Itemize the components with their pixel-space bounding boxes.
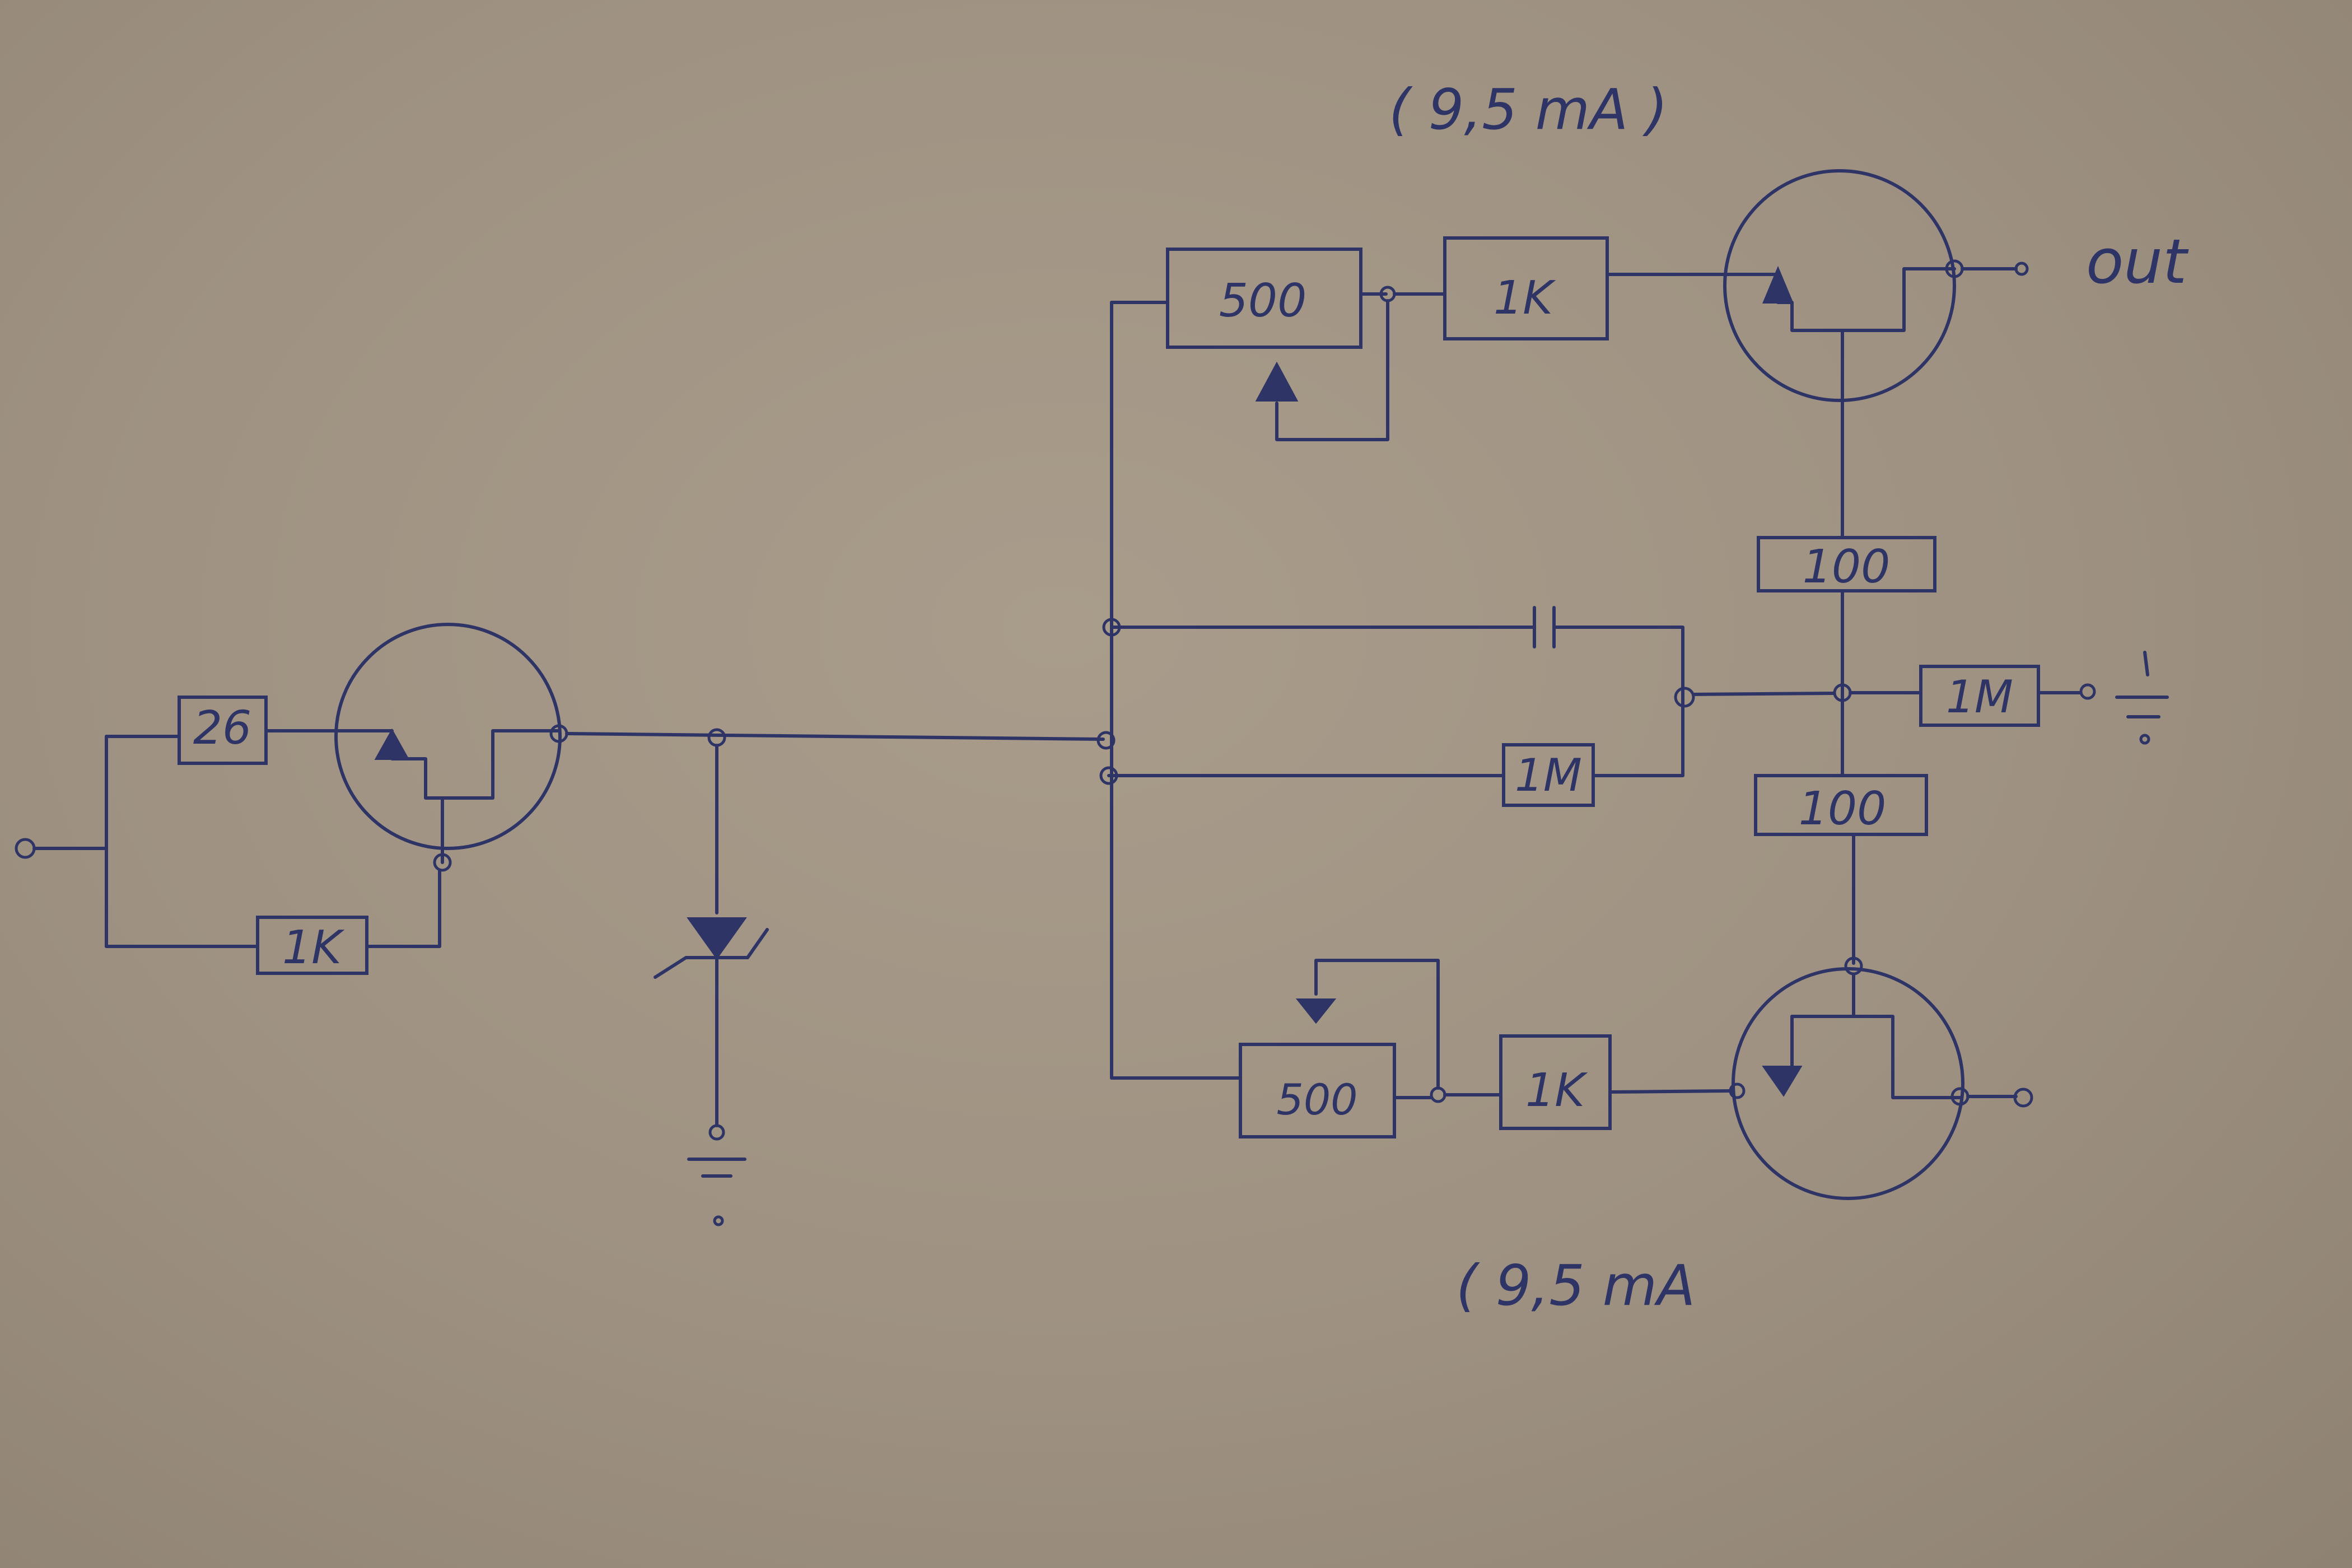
trim-bottom-node — [1430, 1086, 1446, 1103]
ground-tick-right — [2143, 651, 2149, 676]
trim-bottom-wiper-wire — [1314, 959, 1440, 1090]
input-stage: 26 1K — [15, 623, 568, 975]
wire-junction-to-mid — [1692, 692, 1836, 696]
wire-1m-left-to-junction — [1592, 704, 1684, 777]
bus-wire — [565, 732, 1105, 741]
input-jfet-circle — [334, 623, 562, 850]
input-jfet-gate-arrow — [374, 728, 410, 760]
resistor-1k-top — [1443, 236, 1609, 340]
ground-node-left — [708, 1124, 725, 1141]
top-jfet-channel — [1776, 267, 1956, 332]
resistor-1k-bottom-label: 1K — [1525, 1064, 1588, 1117]
resistor-100-top-label: 100 — [1803, 540, 1891, 594]
resistor-1m-right-label: 1M — [1946, 671, 2013, 723]
bottom-jfet-gate-node — [1729, 1082, 1746, 1099]
ground-mark-left — [713, 1215, 724, 1226]
trim-top-wiper-wire — [1275, 299, 1389, 441]
trimmer-500-top — [1166, 248, 1362, 349]
resistor-1m-left-label: 1M — [1515, 749, 1582, 801]
current-bottom-label: ( 9,5 mA — [1456, 1253, 1695, 1318]
trimmer-500-top-label: 500 — [1219, 274, 1307, 328]
bias-network: 1M 1M — [1107, 606, 2169, 807]
output-label: out — [2086, 226, 2189, 297]
bottom-output-stage: 100 500 1K ( 9,5 mA — [1110, 699, 2033, 1318]
trimmer-500-bottom-label: 500 — [1276, 1075, 1357, 1124]
current-top-label: ( 9,5 mA ) — [1389, 77, 1668, 142]
rail-node-bus — [1096, 731, 1116, 750]
bottom-jfet-channel — [1790, 1015, 1962, 1099]
trimmer-500-bottom — [1239, 1043, 1396, 1138]
trim-top-wiper-arrow — [1255, 361, 1299, 402]
bottom-output-terminal — [2013, 1088, 2033, 1108]
trim-bottom-wiper-arrow — [1295, 998, 1337, 1024]
top-jfet-circle — [1723, 169, 1956, 402]
zener-diode-symbol — [687, 917, 747, 960]
bottom-jfet-source-lead — [1790, 973, 1855, 1071]
bias-junction-node — [1674, 687, 1695, 708]
input-jfet-channel — [390, 729, 561, 800]
output-terminal — [2014, 262, 2029, 276]
ground-mark-right — [2139, 734, 2150, 745]
resistor-100-top — [1757, 536, 1936, 592]
wire-cap-to-junction — [1552, 626, 1684, 772]
resistor-100-bottom — [1754, 774, 1928, 836]
ground-node-right — [2079, 683, 2096, 700]
bottom-jfet-gate-arrow — [1762, 1066, 1803, 1097]
main-bus — [565, 301, 1121, 1226]
zener-junction-node — [707, 728, 726, 747]
input-jfet-source-node — [433, 853, 452, 872]
wire-r1k-to-source — [365, 869, 441, 948]
wire-1k-to-jfet-bottom — [1608, 1089, 1732, 1094]
resistor-26-label: 26 — [193, 702, 251, 755]
resistor-1k-top-label: 1K — [1494, 272, 1556, 325]
bottom-jfet-circle — [1732, 967, 1964, 1200]
resistor-100-bottom-label: 100 — [1799, 782, 1887, 836]
resistor-1k-input-label: 1K — [282, 921, 345, 974]
top-output-stage: ( 9,5 mA ) 500 1K out 100 — [1110, 77, 2189, 766]
resistor-1k-bottom — [1499, 1034, 1612, 1130]
input-terminal — [15, 838, 36, 859]
resistor-1m-right — [1919, 665, 2040, 727]
